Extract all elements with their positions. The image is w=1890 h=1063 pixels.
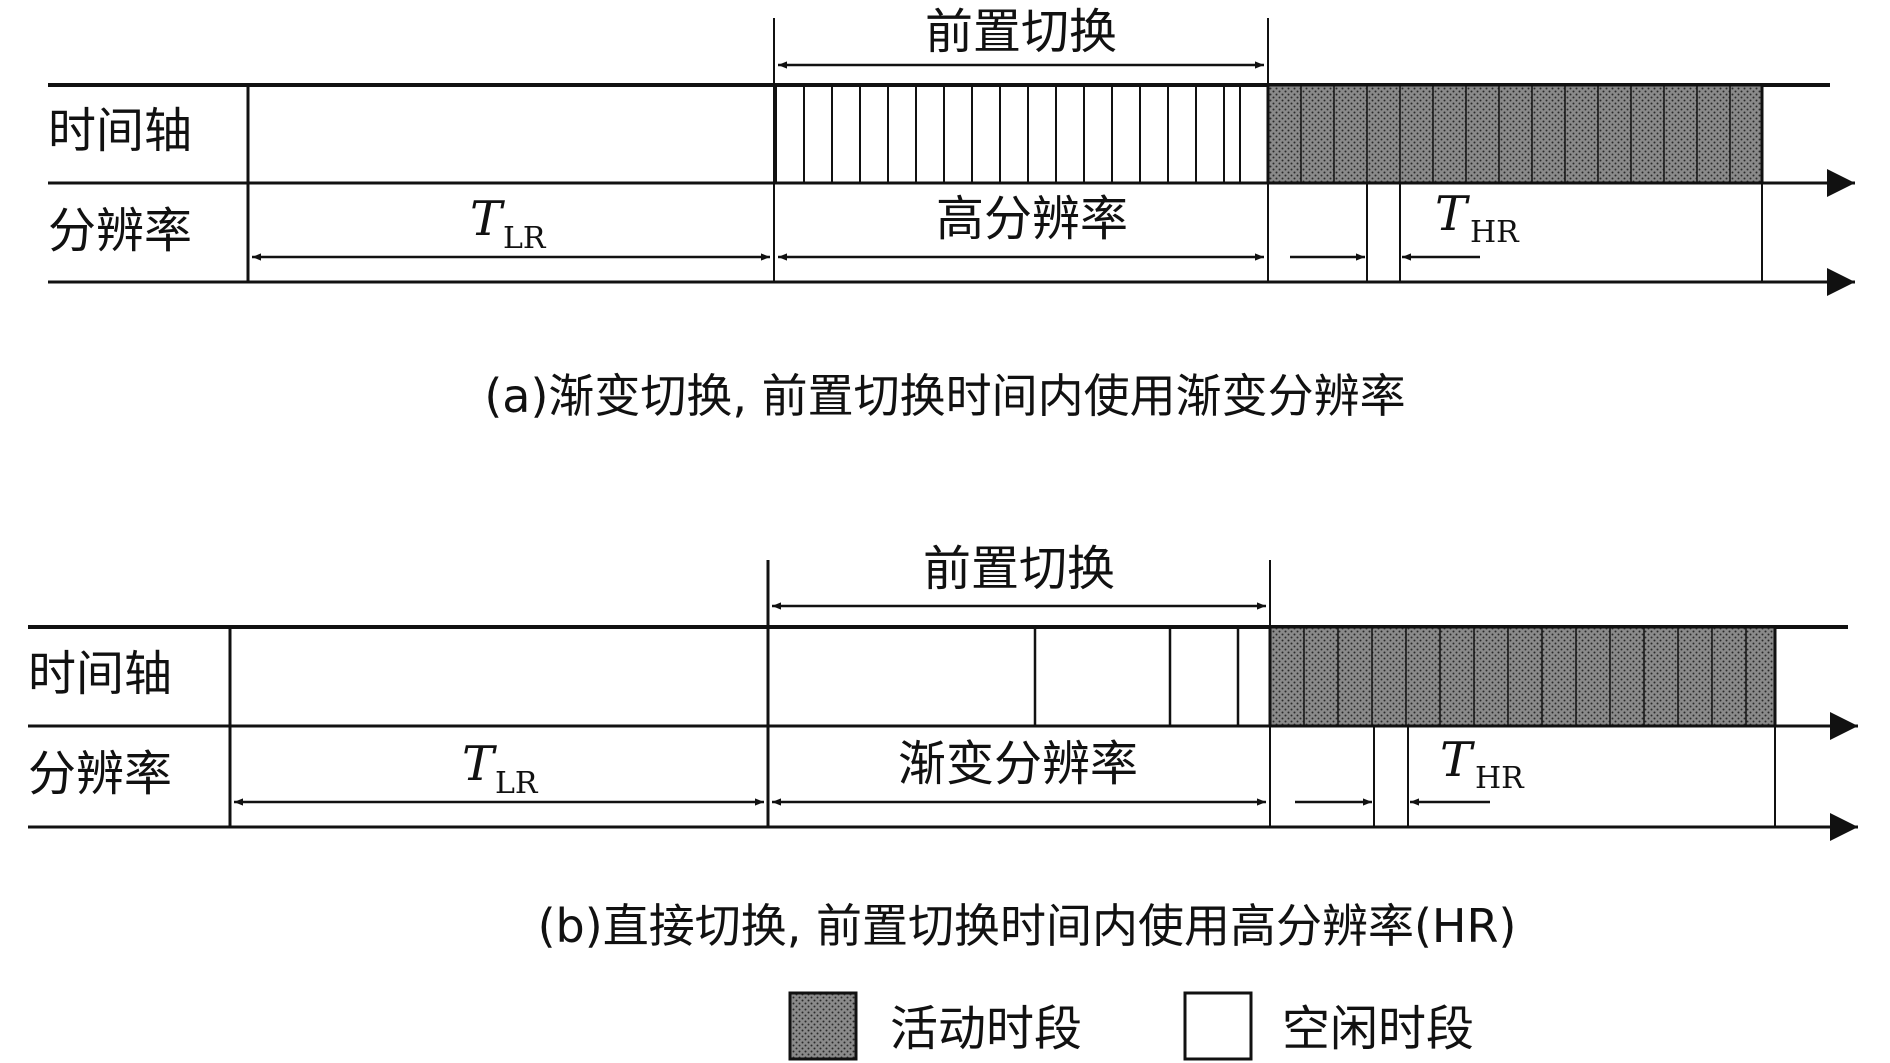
- pre-switch-label: 前置切换: [925, 4, 1117, 60]
- panel-a: 时间轴 分辨率: [48, 4, 1855, 423]
- legend-active-swatch: [788, 991, 858, 1061]
- active-region: [1268, 625, 1777, 728]
- caption-b: (b)直接切换, 前置切换时间内使用高分辨率(HR): [538, 899, 1517, 953]
- t-lr-symbol: T: [462, 736, 497, 792]
- t-lr-subscript: LR: [503, 221, 547, 256]
- t-lr-symbol: T: [470, 191, 505, 247]
- t-hr-subscript: HR: [1475, 761, 1525, 796]
- panel-b: 时间轴 分辨率 前置切换: [28, 541, 1858, 953]
- row-label-time-axis: 时间轴: [48, 103, 192, 159]
- legend: 活动时段 空闲时段: [788, 991, 1474, 1061]
- active-region: [1266, 83, 1764, 185]
- pre-switch-label: 前置切换: [923, 541, 1115, 597]
- middle-resolution-label: 高分辨率: [936, 191, 1128, 247]
- middle-resolution-label: 渐变分辨率: [898, 736, 1138, 792]
- legend-idle-swatch: [1183, 991, 1253, 1061]
- row-label-resolution: 分辨率: [48, 203, 192, 259]
- t-hr-symbol: T: [1435, 186, 1470, 242]
- pre-switch-stripes: [775, 85, 1241, 183]
- row-label-time-axis: 时间轴: [28, 646, 172, 702]
- legend-active-label: 活动时段: [890, 1001, 1082, 1057]
- legend-idle-label: 空闲时段: [1282, 1001, 1474, 1057]
- row-label-resolution: 分辨率: [28, 746, 172, 802]
- t-hr-subscript: HR: [1470, 215, 1520, 250]
- t-lr-subscript: LR: [495, 766, 539, 801]
- t-hr-symbol: T: [1440, 732, 1475, 788]
- caption-a: (a)渐变切换, 前置切换时间内使用渐变分辨率: [484, 369, 1405, 423]
